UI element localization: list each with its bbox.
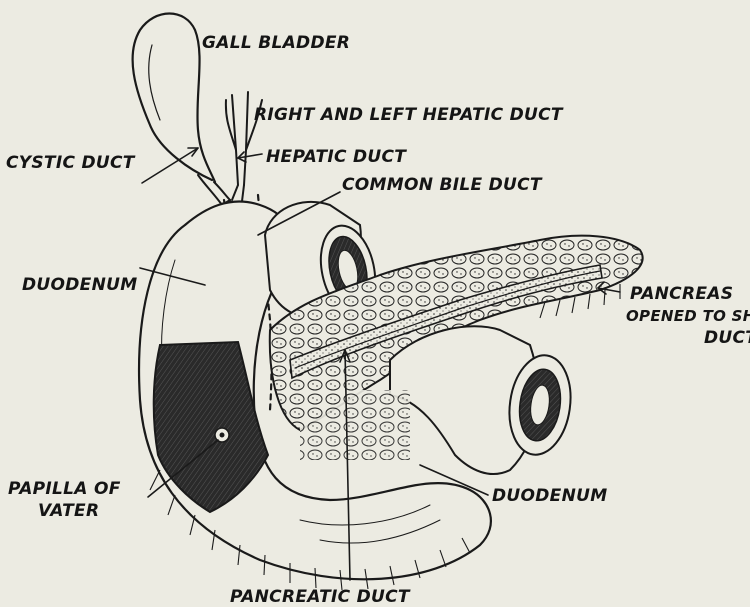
label-vater: VATER <box>38 501 99 521</box>
label-duodenum-lower: DUODENUM <box>492 486 607 506</box>
duodenum-lower-cut <box>390 326 577 474</box>
label-pancreas-opened: OPENED TO SHOW <box>626 307 750 325</box>
label-pancreas-duct: DUCT <box>704 328 750 348</box>
label-duodenum-upper: DUODENUM <box>22 275 137 295</box>
label-papilla-of: PAPILLA OF <box>8 479 121 499</box>
label-cystic-duct: CYSTIC DUCT <box>6 153 136 173</box>
label-gall-bladder: GALL BLADDER <box>202 33 350 53</box>
label-right-left-hepatic-duct: RIGHT AND LEFT HEPATIC DUCT <box>254 105 564 125</box>
label-common-bile-duct: COMMON BILE DUCT <box>342 175 543 195</box>
label-pancreatic-duct: PANCREATIC DUCT <box>230 587 411 607</box>
pancreas-head <box>300 390 410 460</box>
label-pancreas: PANCREAS <box>630 284 733 304</box>
label-hepatic-duct: HEPATIC DUCT <box>266 147 407 167</box>
